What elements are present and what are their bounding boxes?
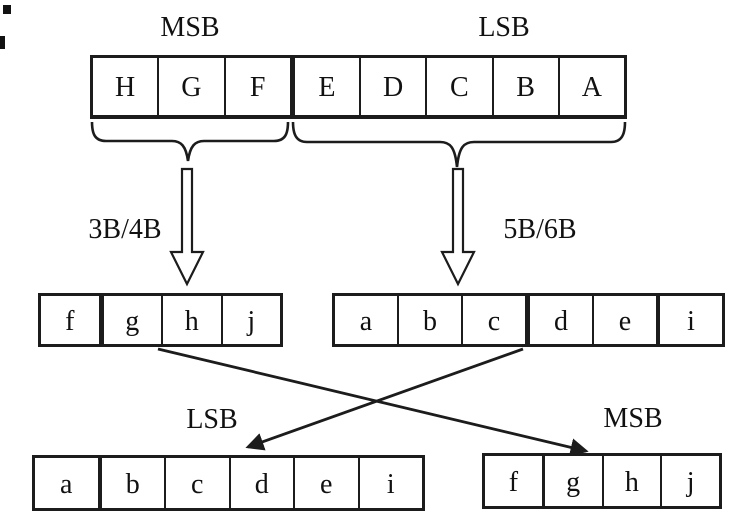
cell-out-e: e: [293, 458, 358, 508]
output-msb-row: f g h j: [482, 453, 722, 509]
brace-msb-group: [90, 121, 290, 162]
cell-label: a: [359, 305, 373, 337]
cell-out-h: h: [601, 456, 661, 506]
cell-enc-a: a: [335, 296, 397, 344]
cell-label: C: [450, 72, 469, 103]
cell-label: j: [686, 466, 695, 498]
cell-out-c: c: [164, 458, 229, 508]
encoded-msb-row: f g h j: [38, 293, 283, 347]
cell-label: G: [181, 72, 202, 103]
cell-label: c: [487, 305, 501, 337]
cell-out-f: f: [485, 456, 542, 506]
cell-label: h: [624, 466, 639, 498]
encoded-lsb-row: a b c d e i: [332, 293, 725, 347]
cell-out-j: j: [660, 456, 719, 506]
cell-label: H: [115, 72, 136, 103]
encoder-arrow-5b6b-icon: [440, 167, 476, 287]
scan-speck: [3, 5, 11, 14]
cell-input-B: B: [491, 58, 558, 115]
cell-label: d: [554, 305, 568, 337]
cell-label: i: [687, 305, 695, 337]
cell-label: g: [125, 305, 140, 337]
input-byte-row: H G F E D C B A: [90, 55, 627, 119]
output-lsb-row: a b c d e i: [32, 455, 425, 511]
cell-label: e: [618, 305, 632, 337]
bottom-lsb-label: LSB: [186, 404, 238, 435]
cell-out-a: a: [35, 458, 98, 508]
cell-enc-d: d: [525, 296, 592, 344]
cell-enc-b: b: [397, 296, 461, 344]
cell-input-A: A: [557, 58, 624, 115]
cell-label: d: [254, 468, 269, 500]
cell-input-D: D: [359, 58, 425, 115]
cell-out-b: b: [97, 458, 165, 508]
bottom-msb-label: MSB: [603, 403, 663, 434]
cell-label: j: [247, 305, 256, 337]
cell-label: D: [383, 72, 404, 103]
cell-enc-g: g: [98, 296, 162, 344]
cell-out-d: d: [228, 458, 294, 508]
cell-label: b: [423, 305, 437, 337]
cross-arrow-to-lsb-icon: [245, 347, 524, 451]
cell-label: a: [60, 468, 73, 500]
cell-input-G: G: [157, 58, 223, 115]
cell-enc-i: i: [656, 296, 722, 344]
cell-input-H: H: [93, 58, 157, 115]
cell-label: e: [320, 468, 333, 500]
cross-arrow-to-msb-icon: [157, 347, 589, 457]
cell-enc-j: j: [220, 296, 281, 344]
cell-label: F: [249, 72, 266, 103]
encoder-arrow-3b4b-icon: [169, 167, 205, 287]
top-msb-label: MSB: [160, 12, 220, 43]
cell-label: f: [65, 305, 75, 337]
cell-enc-e: e: [592, 296, 656, 344]
top-lsb-label: LSB: [478, 12, 530, 43]
cell-label: g: [566, 466, 581, 498]
encoder-3b4b-label: 3B/4B: [88, 214, 162, 245]
cell-enc-h: h: [161, 296, 221, 344]
brace-lsb-group: [291, 121, 627, 168]
cell-label: b: [125, 468, 140, 500]
cell-label: E: [318, 72, 336, 103]
cell-label: B: [516, 72, 535, 103]
cell-enc-c: c: [461, 296, 525, 344]
encoder-5b6b-label: 5B/6B: [503, 214, 577, 245]
cell-enc-f: f: [41, 296, 99, 344]
cell-out-i: i: [357, 458, 423, 508]
cell-label: i: [386, 468, 395, 500]
cell-input-F: F: [223, 58, 290, 115]
cell-out-g: g: [541, 456, 602, 506]
cell-label: h: [184, 305, 199, 337]
cell-label: A: [581, 72, 602, 103]
cell-input-E: E: [289, 58, 359, 115]
scan-speck: [0, 36, 5, 49]
cell-input-C: C: [425, 58, 491, 115]
cell-label: f: [508, 466, 519, 498]
cell-label: c: [191, 468, 204, 500]
